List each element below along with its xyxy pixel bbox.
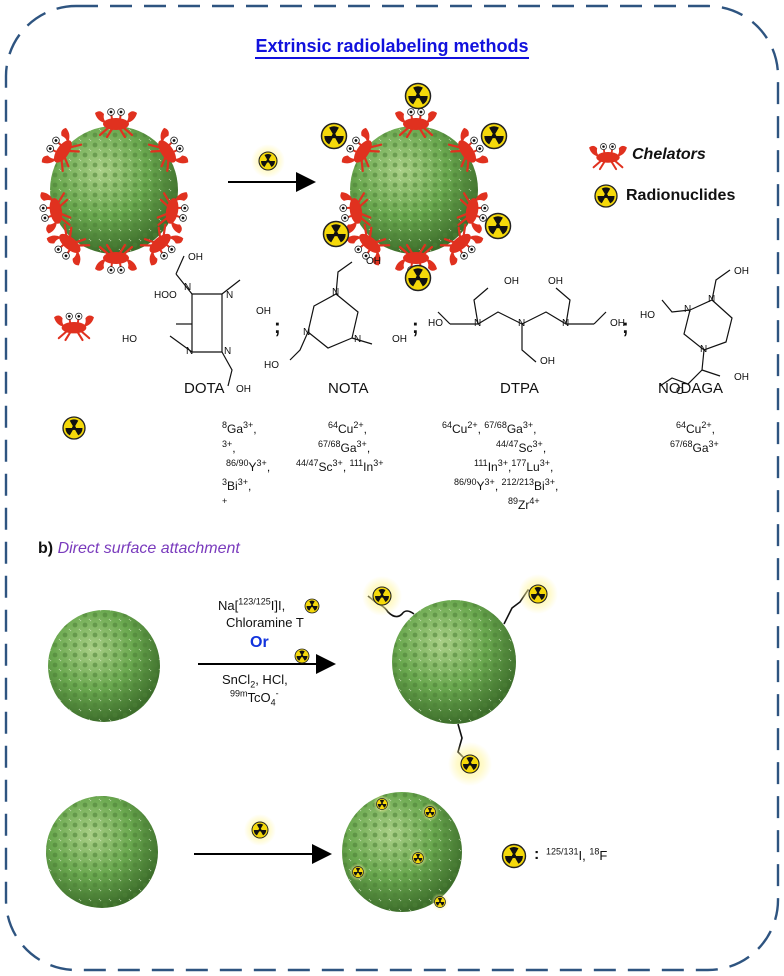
dtpa-ion-3: 111In3+,177Lu3+, [474,458,554,475]
dota-ion-2: 3+, [222,439,236,456]
chelator-name-dota: DOTA [184,380,225,397]
nodaga-n-2: N [684,304,692,315]
radionuclide-row-icon [62,416,86,440]
chelator-row-icon [53,312,95,342]
dota-n-3: N [186,346,194,357]
dtpa-n-2: N [518,318,526,329]
dtpa-oh-1: OH [504,276,519,287]
nodaga-n-3: N [700,344,708,355]
nanoparticle-b1-right [392,600,516,724]
nodaga-ion-1: 64Cu2+, [676,420,715,437]
dtpa-ion-2: 44/47Sc3+, [496,439,547,456]
dtpa-structure [437,287,607,363]
nanoparticle-b2-left [46,796,158,908]
nodaga-n-1: N [708,294,716,305]
condition-or: Or [250,634,269,651]
chelator-name-nodaga: NODAGA [658,380,724,397]
nanoparticle-unlabeled [50,126,178,254]
legend-radionuclides-label: Radionuclides [626,187,736,204]
cond-trefoil-1 [304,598,320,614]
nodaga-ho-1: HO [640,310,655,321]
dtpa-ion-1: 64Cu2+, 67/68Ga3+, [442,420,537,437]
cond-trefoil-2 [294,648,310,664]
section-b-header: b) Direct surface attachment [38,540,240,557]
condition-line-1: Na[123/125I]I, [218,596,286,613]
dota-oh-4: OH [188,252,203,263]
nanoparticle-labeled [350,126,478,254]
nota-ion-3: 44/47Sc3+, 111In3+ [296,458,384,475]
main-title: Extrinsic radiolabeling methods [0,36,784,59]
legend-radionuclide-icon [594,184,618,208]
dtpa-oh-4: OH [540,356,555,367]
legend-chelators-label: Chelators [632,146,706,163]
dota-n-2: N [226,290,234,301]
separator-3: ; [622,316,629,338]
dota-cooh-label-1: HOO [154,290,177,301]
nodaga-oh-2: OH [734,372,749,383]
dota-ion-5: + [222,496,228,506]
dtpa-oh-2: OH [548,276,563,287]
condition-line-2: Chloramine T [226,615,304,630]
linker-radionuclides [362,574,558,786]
dota-ion-4: 3Bi3+, [222,477,252,494]
dtpa-ho-1: HO [428,318,443,329]
key-colon: : [534,846,540,863]
chelator-name-nota: NOTA [328,380,369,397]
separator-2: ; [412,316,419,338]
nota-oh-2: HO [264,360,279,371]
nodaga-structure [659,269,733,387]
nota-structure [289,261,373,361]
dota-ion-3: 86/90Y3+, [226,458,271,475]
nota-n-1: N [332,287,340,298]
dtpa-oh-3: OH [610,318,625,329]
chelator-name-dtpa: DTPA [500,380,539,397]
legend-chelator-icon [588,142,628,171]
nota-n-3: N [354,334,362,345]
condition-line-4: 99mTcO4- [230,688,279,708]
dota-oh-2: HO [122,334,137,345]
dtpa-n-3: N [562,318,570,329]
nota-oh-1: OH [366,256,381,267]
dashed-border [4,4,780,972]
nanoparticle-b2-right [342,792,462,912]
nota-oh-3: OH [392,334,407,345]
nodaga-o-1: O [676,386,684,397]
condition-line-3: SnCl2, HCl, [222,672,288,690]
dota-n-4: N [224,346,232,357]
nota-ion-1: 64Cu2+, [328,420,367,437]
separator-1: ; [274,316,281,338]
nanoparticle-b1-left [48,610,160,722]
key-isotopes: 125/131I, 18F [546,846,608,863]
dota-n-1: N [184,282,192,293]
dota-structure [169,255,241,387]
radionuclide-icon-arrow [251,144,285,178]
dtpa-n-1: N [474,318,482,329]
dota-ion-1: 8Ga3+, [222,420,257,437]
dtpa-ion-4: 86/90Y3+, 212/213Bi3+, [454,477,559,494]
radionuclide-icon-b2 [244,814,276,846]
dtpa-ion-5: 89Zr4+ [508,496,540,513]
dota-oh-3: OH [236,384,251,395]
nodaga-oh-1: OH [734,266,749,277]
dota-oh-1: OH [256,306,271,317]
nodaga-ion-2: 67/68Ga3+ [670,439,719,456]
key-radionuclide-icon [501,843,527,869]
nota-n-2: N [303,327,311,338]
nota-ion-2: 67/68Ga3+, [318,439,371,456]
